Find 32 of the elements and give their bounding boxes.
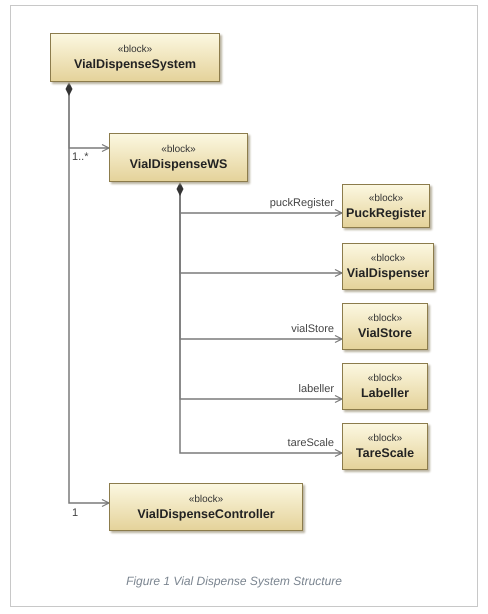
figure-caption: Figure 1 Vial Dispense System Structure (125, 574, 343, 588)
block-name: VialDispenseSystem (74, 56, 196, 72)
block-box (342, 243, 434, 290)
stereotype-label: «block» (370, 252, 406, 265)
stereotype-label: «block» (118, 43, 152, 56)
block-box (50, 33, 220, 82)
edge-label: 1 (72, 507, 78, 520)
edge-label: labeller (298, 383, 334, 396)
block-box (342, 423, 428, 470)
connector-arrow (68, 82, 110, 508)
block-name: TareScale (356, 445, 414, 461)
stereotype-label: «block» (368, 312, 402, 325)
stereotype-label: «block» (368, 192, 404, 204)
block-name: VialDispenser (346, 265, 430, 281)
block-box (342, 184, 430, 228)
stereotype-label: «block» (188, 492, 224, 506)
edge-label: tareScale (288, 437, 334, 450)
block-box (109, 133, 248, 182)
edge-label: vialStore (291, 323, 334, 336)
block-name: VialStore (358, 325, 412, 341)
stereotype-label: «block» (368, 432, 402, 445)
edge-label: puckRegister (270, 197, 334, 210)
stereotype-label: «block» (161, 143, 196, 156)
stereotype-label: «block» (368, 372, 402, 385)
block-name: VialDispenseWS (130, 156, 228, 172)
block-box (342, 363, 428, 410)
block-box (109, 483, 303, 531)
block-name: Labeller (361, 385, 409, 401)
edge-label: 1..* (72, 151, 89, 164)
block-box (342, 303, 428, 350)
block-name: VialDispenseController (137, 506, 275, 522)
block-name: PuckRegister (346, 204, 426, 220)
